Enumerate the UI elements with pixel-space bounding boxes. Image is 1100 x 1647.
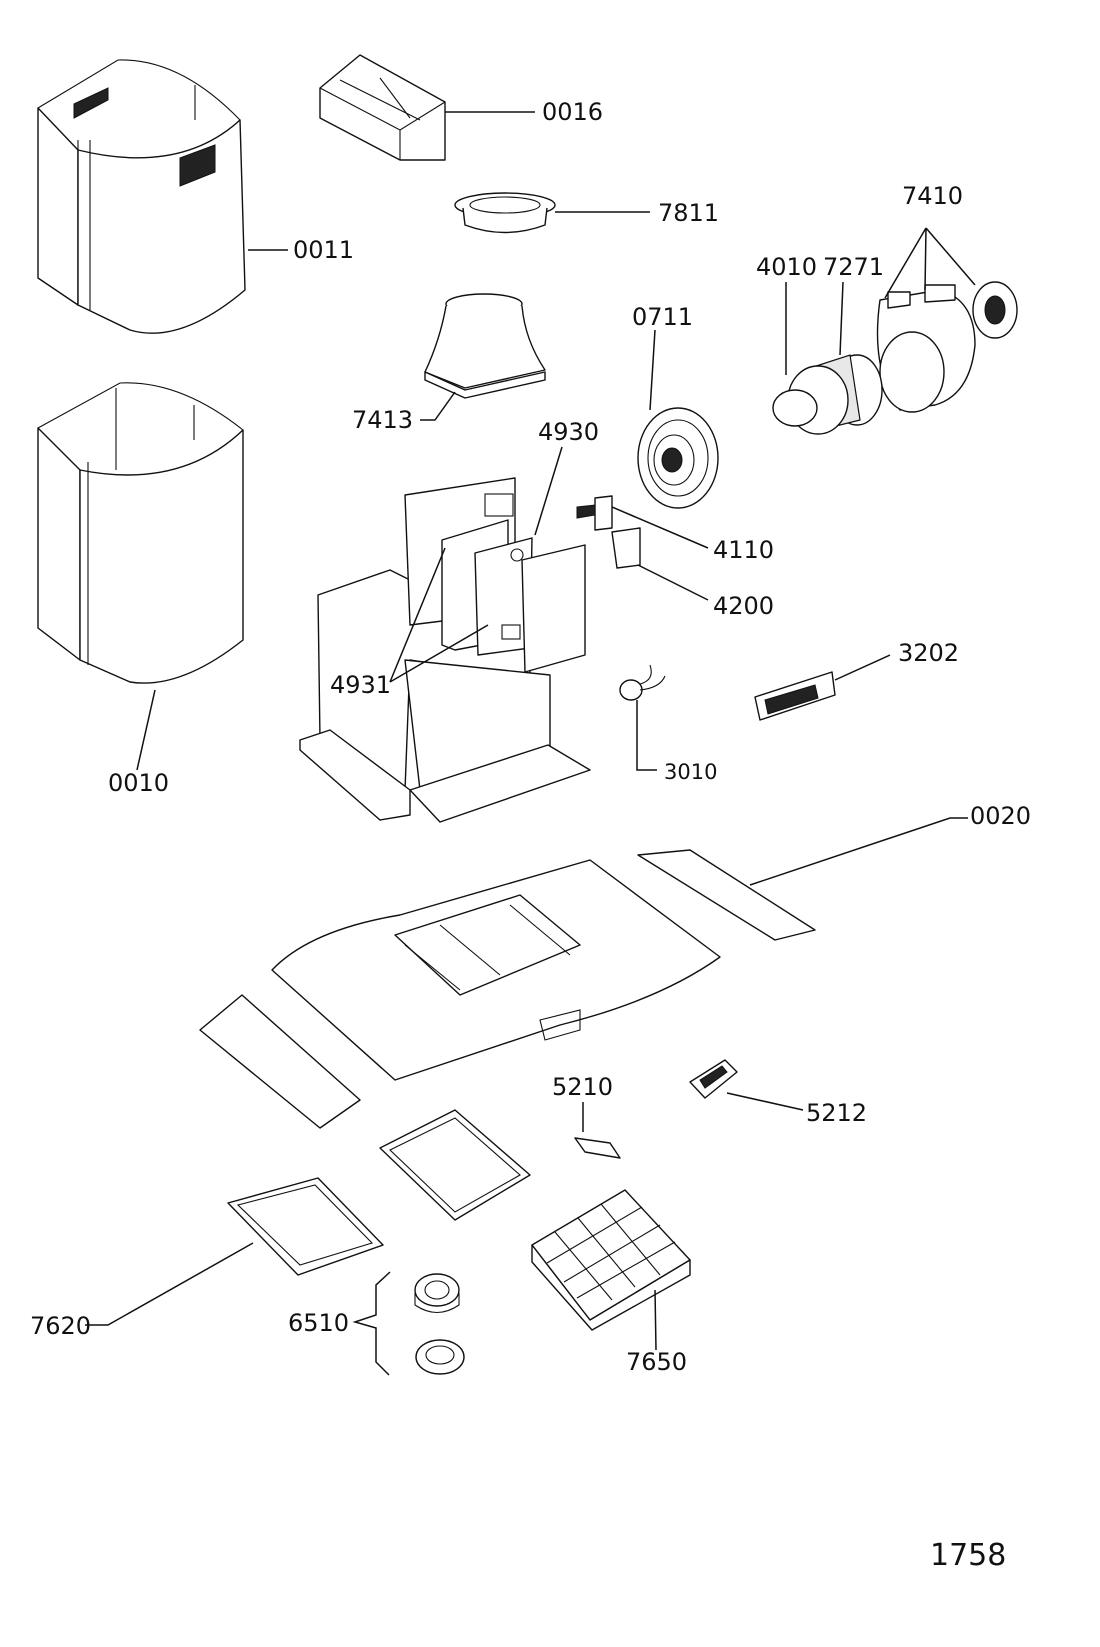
blower-motor-assembly — [772, 281, 1018, 435]
label-3010: 5212 — [806, 1099, 867, 1127]
lamps — [414, 1273, 465, 1375]
label-0010: 0010 — [108, 769, 169, 797]
label-7413: 7413 — [352, 406, 413, 434]
label-7620: 7620 — [30, 1312, 91, 1340]
label-6510: 6510 — [288, 1309, 349, 1337]
switch-components — [576, 495, 641, 569]
label-3202: 5210 — [552, 1073, 613, 1101]
label-4010: 4010 — [756, 253, 817, 281]
chimney-upper-section — [37, 59, 246, 334]
label-7650: 7650 — [626, 1348, 687, 1376]
filter-box — [319, 54, 446, 161]
label-7811: 7811 — [658, 199, 719, 227]
label-4200: 3010 — [664, 760, 717, 784]
motor-housing-frame — [299, 477, 591, 823]
label-0016: 0016 — [542, 98, 603, 126]
control-switch — [689, 1059, 738, 1099]
lamp-holder — [574, 1137, 621, 1159]
terminal-strip — [754, 671, 836, 721]
flange-ring — [454, 192, 556, 234]
grease-filter — [227, 1177, 384, 1276]
label-0011: 0011 — [293, 236, 354, 264]
label-4110: 3202 — [898, 639, 959, 667]
label-4930: 4110 — [713, 536, 774, 564]
page-number: 1758 — [930, 1538, 1006, 1573]
leader-lines — [85, 111, 976, 1376]
label-7271: 7271 — [823, 253, 884, 281]
label-7410: 7410 — [902, 182, 963, 210]
capacitor — [619, 664, 666, 701]
label-0711: 0711 — [632, 303, 693, 331]
carbon-filter — [531, 1189, 691, 1331]
label-4931: 4200 — [713, 592, 774, 620]
grease-filter — [379, 1109, 531, 1221]
label-0020: 0020 — [970, 802, 1031, 830]
chimney-lower-section — [37, 382, 244, 684]
fan-wheel — [637, 407, 719, 509]
canopy-hood — [199, 849, 816, 1129]
air-transition-duct — [424, 293, 546, 399]
part-labels: 0016 7811 0011 7410 4010 7271 0711 7413 … — [30, 98, 1031, 1573]
label-5210: 4930 — [538, 418, 599, 446]
label-5212: 4931 — [330, 671, 391, 699]
